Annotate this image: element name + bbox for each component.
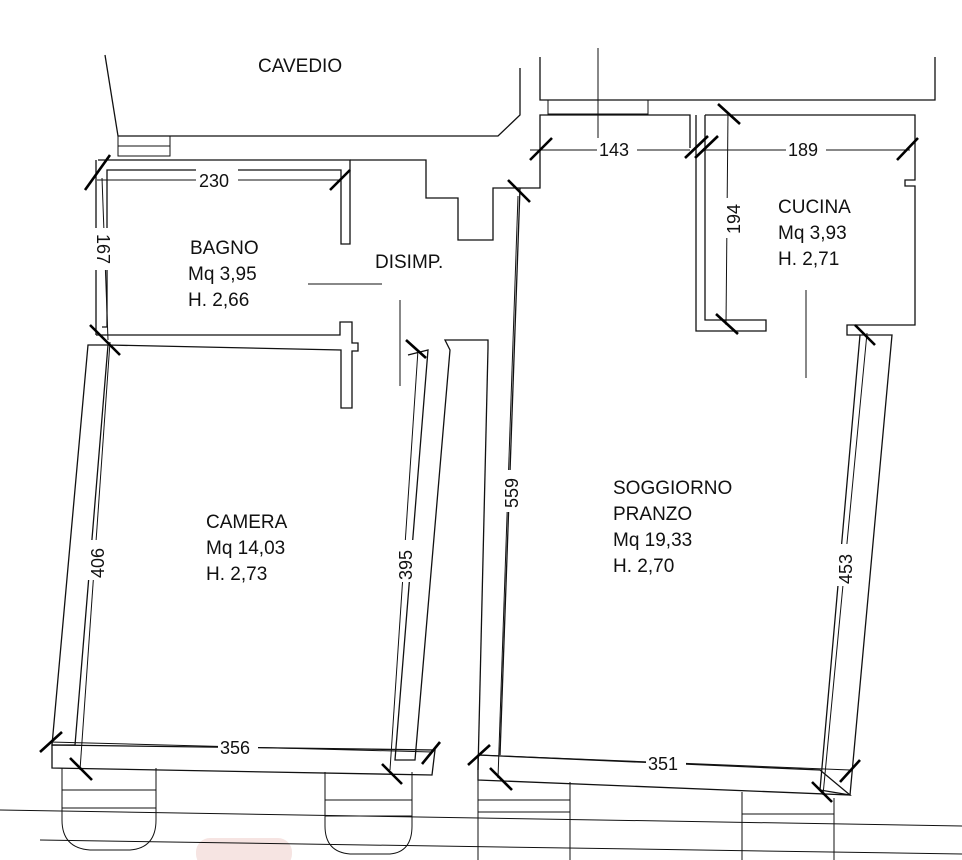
dim-corridor-width: 143 xyxy=(599,140,629,160)
bagno-label: BAGNO xyxy=(190,238,259,259)
dim-camera-left: 406 xyxy=(88,548,108,578)
disimpegno-walls xyxy=(308,114,807,386)
pranzo-label: PRANZO xyxy=(613,504,692,525)
balcony-outline xyxy=(0,768,962,860)
room-labels: CAVEDIO BAGNO Mq 3,95 H. 2,66 DISIMP. CU… xyxy=(188,56,851,585)
cucina-label: CUCINA xyxy=(778,197,851,218)
dim-soggiorno-left: 559 xyxy=(502,478,522,508)
soggiorno-height: H. 2,70 xyxy=(613,556,674,577)
dim-cucina-width: 189 xyxy=(788,140,818,160)
soggiorno-label: SOGGIORNO xyxy=(613,478,732,499)
dimension-ticks xyxy=(39,103,919,803)
dimension-labels: 230 167 143 189 194 406 395 356 559 453 … xyxy=(86,138,856,774)
camera-label: CAMERA xyxy=(206,512,288,533)
dim-soggiorno-right: 453 xyxy=(836,554,856,584)
cucina-area: Mq 3,93 xyxy=(778,223,847,244)
dim-bagno-width: 230 xyxy=(199,171,229,191)
soggiorno-area: Mq 19,33 xyxy=(613,530,692,551)
bagno-height: H. 2,66 xyxy=(188,290,249,311)
bagno-area: Mq 3,95 xyxy=(188,264,257,285)
dim-camera-width: 356 xyxy=(220,738,250,758)
disimpegno-label: DISIMP. xyxy=(375,252,443,273)
camera-height: H. 2,73 xyxy=(206,564,267,585)
cavedio-walls xyxy=(104,48,936,157)
dim-camera-right: 395 xyxy=(396,550,416,580)
cucina-height: H. 2,71 xyxy=(778,249,839,270)
cucina-walls xyxy=(695,114,916,336)
dim-cucina-depth: 194 xyxy=(724,204,744,234)
dim-bagno-depth: 167 xyxy=(93,234,113,264)
cavedio-label: CAVEDIO xyxy=(258,56,342,77)
camera-area: Mq 14,03 xyxy=(206,538,285,559)
dim-soggiorno-width: 351 xyxy=(648,754,678,774)
watermark-logo xyxy=(196,838,292,860)
